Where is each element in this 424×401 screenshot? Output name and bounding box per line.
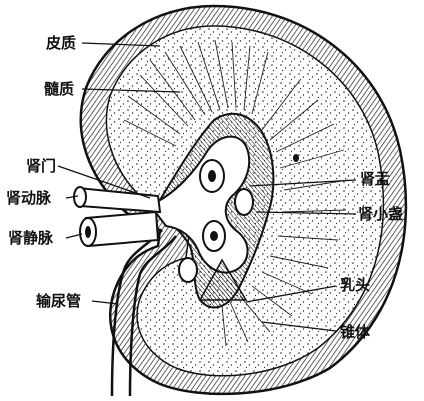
label-ureter: 输尿管 [36, 292, 81, 310]
label-renal-pelvis: 肾盂 [360, 170, 390, 188]
label-renal-artery: 肾动脉 [6, 189, 51, 207]
label-renal-vein: 肾静脉 [8, 229, 53, 247]
label-renal-hilum: 肾门 [26, 157, 56, 175]
label-pyramid: 锥体 [340, 323, 370, 341]
label-medulla: 髓质 [44, 80, 74, 98]
label-minor-calyx: 肾小盏 [358, 205, 403, 223]
renal-vein [80, 212, 158, 246]
label-papilla: 乳头 [340, 276, 370, 294]
label-cortex: 皮质 [46, 34, 76, 52]
